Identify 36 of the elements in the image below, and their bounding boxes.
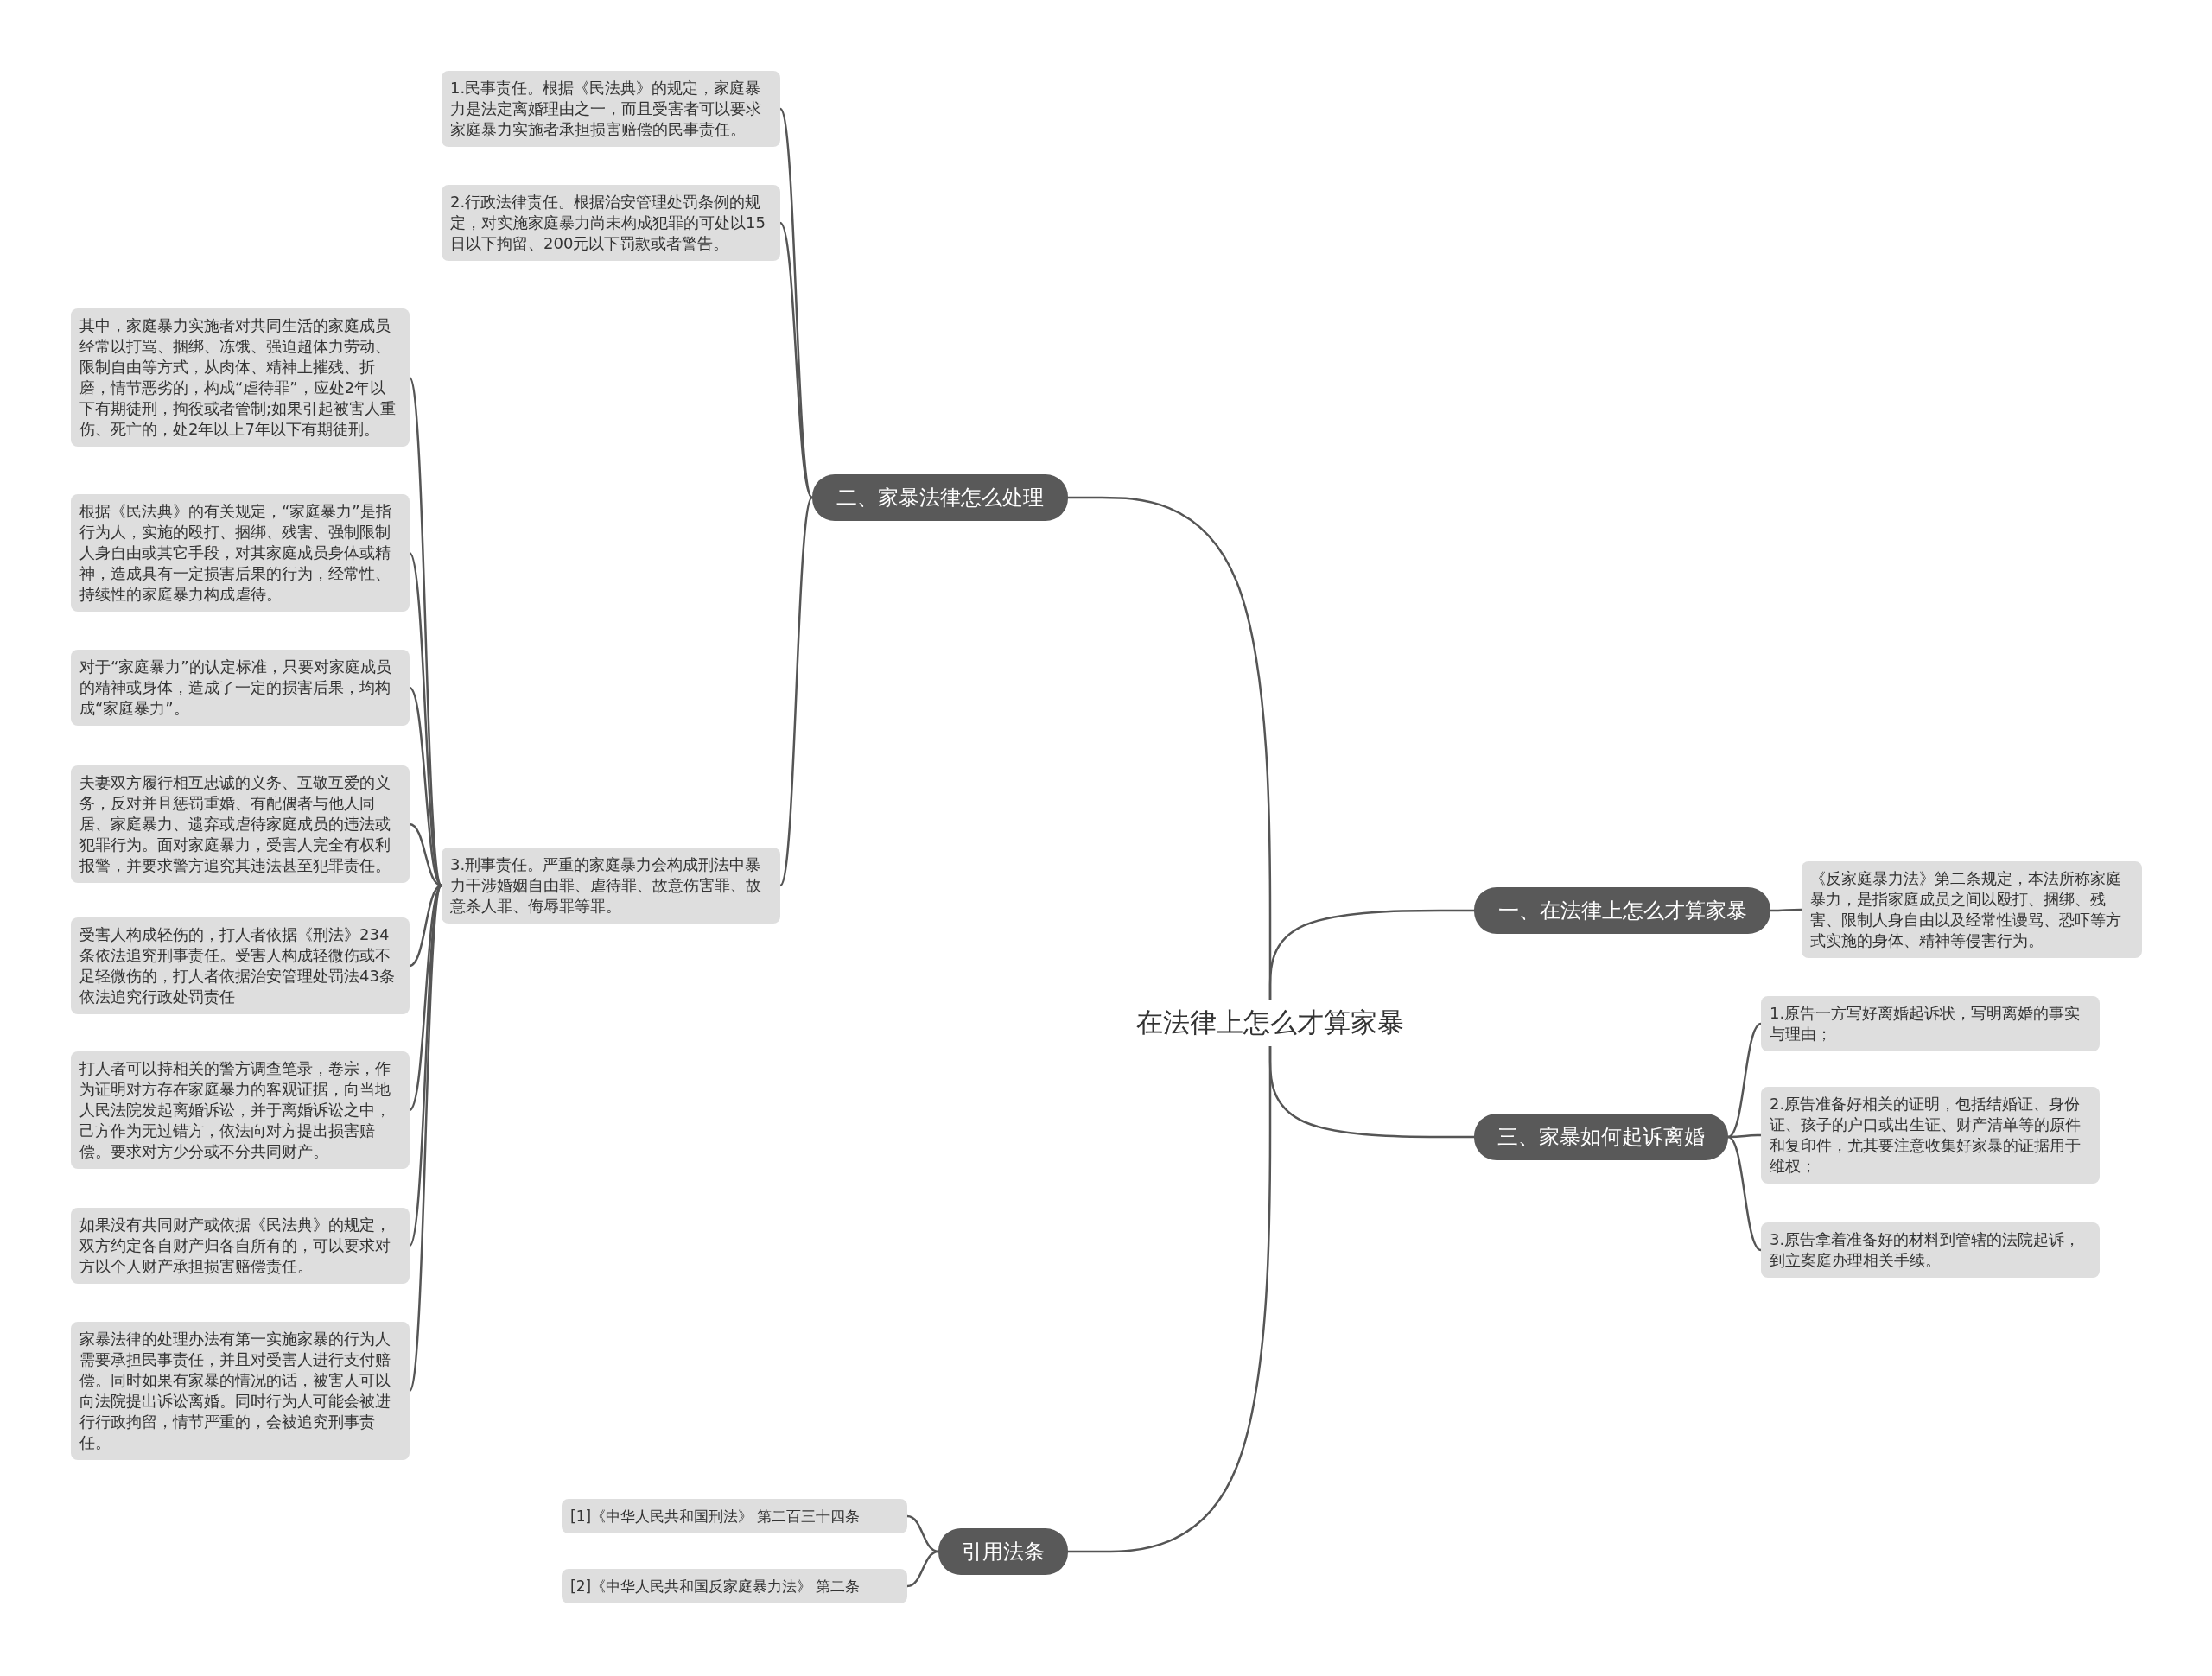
note-card: 1.民事责任。根据《民法典》的规定，家庭暴力是法定离婚理由之一，而且受害者可以要求家庭暴力实施者承担损害赔偿的民事责任。 (442, 71, 780, 147)
topic-pill: 三、家暴如何起诉离婚 (1474, 1114, 1728, 1160)
connector-line (1728, 1133, 1761, 1139)
note-card: 《反家庭暴力法》第二条规定，本法所称家庭暴力，是指家庭成员之间以殴打、捆绑、残害、限制人身自由以及经常性谩骂、恐吓等方式实施的身体、精神等侵害行为。 (1802, 861, 2142, 958)
connector-line (779, 108, 814, 498)
connector-line (779, 497, 814, 886)
connector-line (1770, 908, 1802, 912)
connector-line (906, 1550, 939, 1588)
connector-line (408, 885, 443, 1392)
note-card: 夫妻双方履行相互忠诚的义务、互敬互爱的义务，反对并且惩罚重婚、有配偶者与他人同居、家庭暴力、遗弃或虐待家庭成员的违法或犯罪行为。面对家庭暴力，受害人完全有权利报警，并要求警方追究其违法甚至犯罪责任。 (71, 765, 410, 883)
note-card: 根据《民法典》的有关规定，“家庭暴力”是指行为人，实施的殴打、捆绑、残害、强制限制人身自由或其它手段，对其家庭成员身体或精神，造成具有一定损害后果的行为，经常性、持续性的家庭暴力构成虐待。 (71, 494, 410, 612)
note-card: 其中，家庭暴力实施者对共同生活的家庭成员经常以打骂、捆绑、冻饿、强迫超体力劳动、限制自由等方式，从肉体、精神上摧残、折磨，情节恶劣的，构成“虐待罪”，应处2年以下有期徒刑，拘役或者管制;如果引起被害人重伤、死亡的，处2年以上7年以下有期徒刑。 (71, 308, 410, 447)
note-card: 3.刑事责任。严重的家庭暴力会构成刑法中暴力干涉婚姻自由罪、虐待罪、故意伤害罪、故意杀人罪、侮辱罪等罪。 (442, 848, 780, 924)
note-card: 1.原告一方写好离婚起诉状，写明离婚的事实与理由； (1761, 996, 2100, 1051)
connector-line (1727, 1135, 1762, 1252)
citation-card: [1]《中华人民共和国刑法》 第二百三十四条 (562, 1499, 907, 1533)
topic-pill: 一、在法律上怎么才算家暴 (1474, 887, 1770, 934)
note-card: 2.原告准备好相关的证明，包括结婚证、身份证、孩子的户口或出生证、财产清单等的原件和复印件，尤其要注意收集好家暴的证据用于维权； (1761, 1087, 2100, 1184)
note-card: 2.行政法律责任。根据治安管理处罚条例的规定，对实施家庭暴力尚未构成犯罪的可处以15日以下拘留、200元以下罚款或者警告。 (442, 185, 780, 261)
connector-line (779, 222, 814, 498)
connector-line (409, 884, 442, 968)
note-card: 对于“家庭暴力”的认定标准，只要对家庭成员的精神或身体，造成了一定的损害后果，均构成“家庭暴力”。 (71, 650, 410, 726)
topic-pill: 二、家暴法律怎么处理 (812, 474, 1068, 521)
note-card: 3.原告拿着准备好的材料到管辖的法院起诉，到立案庭办理相关手续。 (1761, 1222, 2100, 1278)
connector-line (1068, 1046, 1272, 1553)
connector-line (408, 885, 443, 1247)
connector-line (1727, 1022, 1762, 1139)
connector-line (408, 552, 443, 886)
citation-card: [2]《中华人民共和国反家庭暴力法》 第二条 (562, 1569, 907, 1603)
central-topic: 在法律上怎么才算家暴 (1123, 1000, 1417, 1046)
topic-pill: 引用法条 (938, 1528, 1068, 1575)
connector-line (1268, 909, 1474, 1000)
note-card: 家暴法律的处理办法有第一实施家暴的行为人需要承担民事责任，并且对受害人进行支付赔偿。同时如果有家暴的情况的话，被害人可以向法院提出诉讼离婚。同时行为人可能会被进行行政拘留，情节严重的，会被追究刑事责任。 (71, 1322, 410, 1460)
note-card: 打人者可以持相关的警方调查笔录，卷宗，作为证明对方存在家庭暴力的客观证据，向当地人民法院发起离婚诉讼，并于离婚诉讼之中，己方作为无过错方，依法向对方提出损害赔偿。要求对方少分或不分共同财产。 (71, 1051, 410, 1169)
note-card: 如果没有共同财产或依据《民法典》的规定，双方约定各自财产归各自所有的，可以要求对方以个人财产承担损害赔偿责任。 (71, 1208, 410, 1284)
note-card: 受害人构成轻伤的，打人者依据《刑法》234条依法追究刑事责任。受害人构成轻微伤或不足轻微伤的，打人者依据治安管理处罚法43条依法追究行政处罚责任 (71, 917, 410, 1014)
